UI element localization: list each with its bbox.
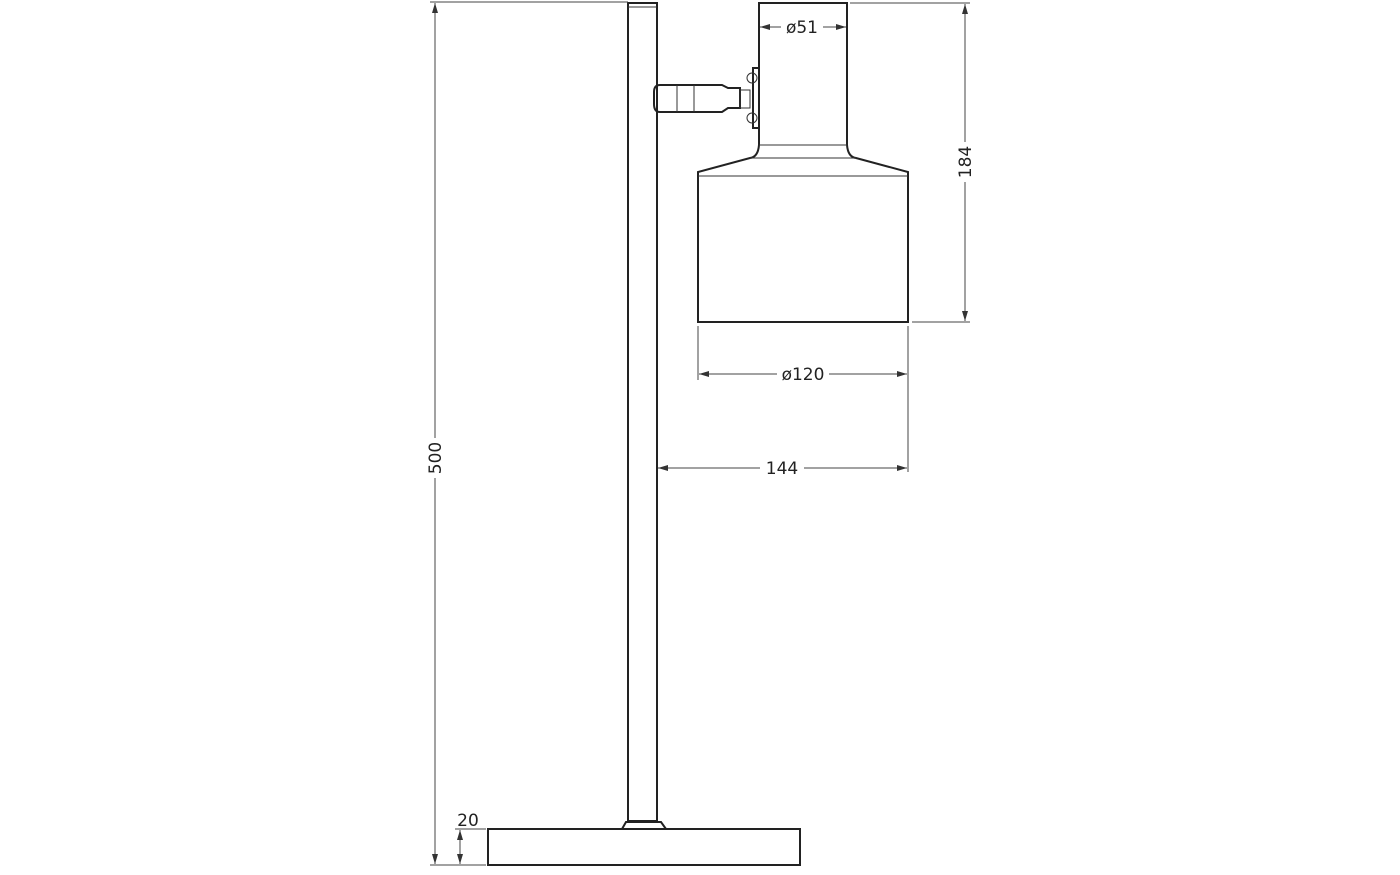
dimension-label-184: 184 xyxy=(956,146,976,178)
lamp-base xyxy=(487,821,801,866)
dimension-total-height: 500 xyxy=(424,1,628,866)
dimension-label-500: 500 xyxy=(426,442,446,474)
dimension-label-d120: ø120 xyxy=(782,365,825,385)
dimension-label-20: 20 xyxy=(457,811,479,831)
dimension-label-144: 144 xyxy=(766,459,798,479)
dimension-shade-height: 184 xyxy=(850,2,976,323)
lamp-arm xyxy=(653,67,760,129)
dimension-arm-reach: 144 xyxy=(658,458,907,479)
lamp-shade xyxy=(697,2,909,323)
dimension-base-height: 20 xyxy=(455,811,486,864)
lamp-pole xyxy=(627,2,658,822)
dimension-socket-diameter: ø51 xyxy=(760,17,846,38)
dimension-shade-diameter: ø120 xyxy=(697,326,909,472)
dimension-label-d51: ø51 xyxy=(786,18,818,38)
